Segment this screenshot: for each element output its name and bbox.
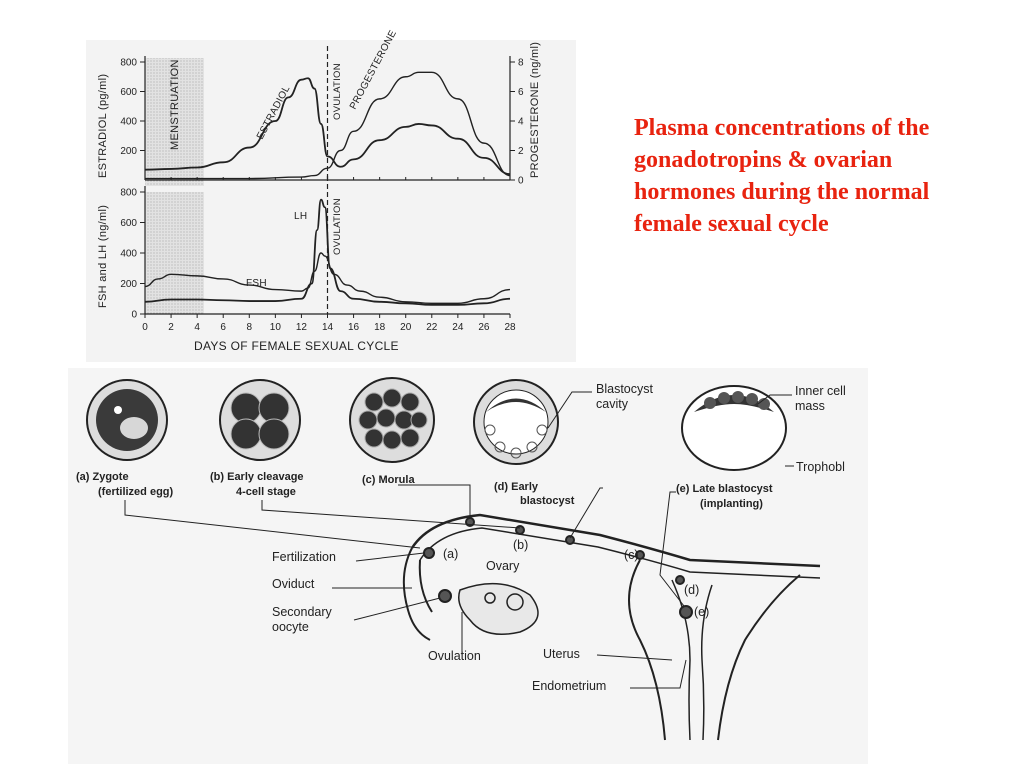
y-tick-label: 800 — [120, 188, 137, 199]
estradiol-progesterone-chart: 200 400 600 800 0 2 4 6 8 — [120, 46, 524, 187]
x-tick-label: 16 — [348, 322, 360, 333]
site-marker-c: (c) — [624, 548, 639, 562]
stage-label-morula: (c) Morula — [362, 474, 415, 486]
x-tick-label: 18 — [374, 322, 386, 333]
y-tick-label-right: 8 — [518, 58, 524, 69]
y-tick-label: 600 — [120, 87, 137, 98]
stage-sublabel-blastocyst: blastocyst — [520, 495, 575, 507]
series-label-fsh: FSH — [246, 278, 267, 289]
callout-blastocyst-cavity: Blastocyst — [596, 382, 653, 396]
x-tick-label: 20 — [400, 322, 412, 333]
site-marker-e: (e) — [694, 605, 709, 619]
stage-sublabel-implanting: (implanting) — [700, 498, 763, 510]
label-secondary-oocyte-2: oocyte — [272, 620, 309, 634]
series-line-estradiol — [144, 77, 511, 175]
callout-trophoblast: Trophobl — [796, 460, 845, 474]
y-tick-label: 800 — [120, 58, 137, 69]
site-marker-d: (d) — [684, 583, 699, 597]
label-ovary: Ovary — [486, 559, 520, 573]
label-uterus: Uterus — [543, 647, 580, 661]
morula-illustration — [349, 377, 435, 463]
stage-label-early-cleavage: (b) Early cleavage — [210, 471, 304, 483]
stage-label-late-blastocyst: (e) Late blastocyst — [676, 483, 773, 495]
x-tick-label: 0 — [142, 322, 148, 333]
y-tick-label: 0 — [131, 310, 137, 321]
site-marker-b: (b) — [513, 538, 528, 552]
four-cell-stage-illustration — [219, 379, 301, 461]
series-line-fsh — [144, 252, 511, 305]
x-tick-label: 2 — [168, 322, 174, 333]
y-tick-label-right: 2 — [518, 146, 524, 157]
slide-title-line: Plasma concentrations of the — [634, 115, 930, 141]
menstruation-band-top — [145, 58, 204, 186]
series-line-lh — [144, 198, 511, 306]
y-tick-label-right: 6 — [518, 87, 524, 98]
leader-lines — [124, 484, 687, 689]
y-tick-label: 200 — [120, 146, 137, 157]
callout-blastocyst-cavity-2: cavity — [596, 397, 629, 411]
slide-title-line: gonadotropins & ovarian — [634, 147, 893, 173]
zygote-illustration — [86, 379, 168, 461]
y-axis-title-estradiol: ESTRADIOL (pg/ml) — [97, 74, 109, 178]
x-tick-label: 12 — [296, 322, 308, 333]
label-ovulation: Ovulation — [428, 649, 481, 663]
early-blastocyst-illustration — [473, 379, 559, 465]
label-oviduct: Oviduct — [272, 577, 315, 591]
late-blastocyst-illustration — [681, 385, 787, 471]
label-endometrium: Endometrium — [532, 679, 606, 693]
y-axis-title-fsh-lh: FSH and LH (ng/ml) — [97, 205, 109, 308]
y-tick-label: 600 — [120, 218, 137, 229]
series-label-lh: LH — [294, 211, 307, 222]
label-fertilization: Fertilization — [272, 550, 336, 564]
x-tick-label: 14 — [322, 322, 334, 333]
x-tick-label: 22 — [426, 322, 438, 333]
slide-title-line: female sexual cycle — [634, 211, 829, 237]
y-tick-label: 400 — [120, 249, 137, 260]
site-marker-a: (a) — [443, 547, 458, 561]
series-line-progesterone — [144, 71, 511, 180]
x-tick-label: 8 — [247, 322, 253, 333]
x-tick-label: 4 — [194, 322, 200, 333]
x-axis-title: DAYS OF FEMALE SEXUAL CYCLE — [194, 339, 399, 353]
x-tick-label: 6 — [220, 322, 226, 333]
label-secondary-oocyte: Secondary — [272, 605, 333, 619]
reproductive-tract-illustration — [402, 513, 821, 741]
y-tick-label: 400 — [120, 117, 137, 128]
y-tick-label: 200 — [120, 279, 137, 290]
menstruation-band-bottom — [145, 192, 204, 314]
menstruation-label: MENSTRUATION — [169, 59, 181, 150]
stage-sublabel-four-cell: 4-cell stage — [236, 486, 296, 498]
ovulation-label-top: OVULATION — [332, 63, 343, 120]
y-tick-label-right: 0 — [518, 176, 524, 187]
stage-sublabel-zygote: (fertilized egg) — [98, 486, 174, 498]
callout-inner-cell-mass-2: mass — [795, 399, 825, 413]
slide-title: Plasma concentrations of the gonadotropi… — [634, 112, 1004, 240]
y-axis-title-progesterone: PROGESTERONE (ng/ml) — [529, 42, 541, 178]
callout-inner-cell-mass: Inner cell — [795, 384, 846, 398]
stage-label-early-blastocyst: (d) Early — [494, 481, 539, 493]
y-tick-label-right: 4 — [518, 117, 524, 128]
x-tick-label: 10 — [270, 322, 282, 333]
x-tick-label: 26 — [478, 322, 490, 333]
x-tick-label: 28 — [504, 322, 516, 333]
slide-title-line: hormones during the normal — [634, 179, 930, 205]
ovulation-label-bottom: OVULATION — [332, 198, 343, 255]
x-tick-label: 24 — [452, 322, 464, 333]
stage-label-zygote: (a) Zygote — [76, 471, 129, 483]
